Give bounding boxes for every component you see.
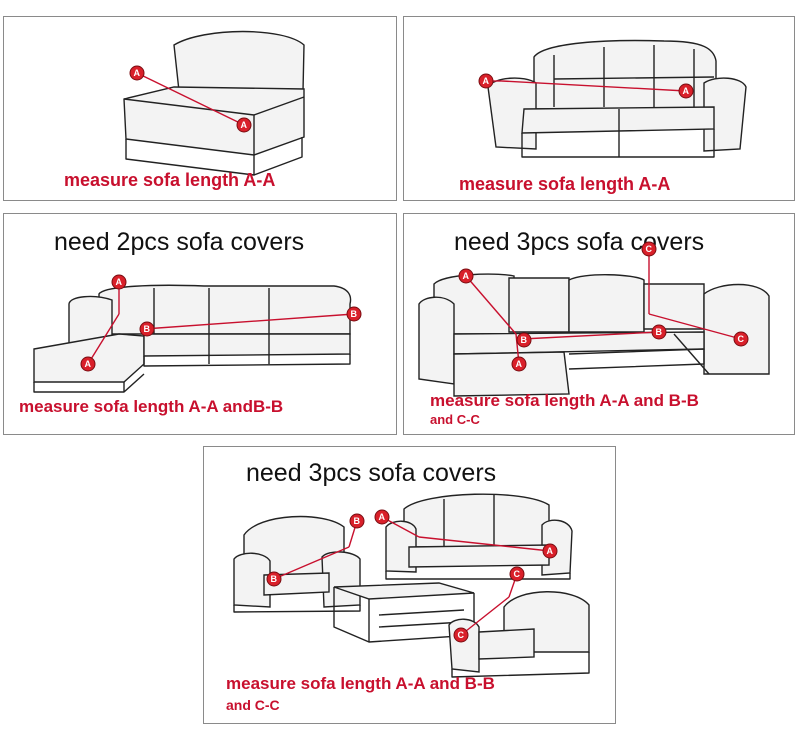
svg-text:B: B: [354, 516, 361, 526]
svg-text:A: A: [379, 512, 386, 522]
marker-b-start: B: [516, 332, 532, 348]
tufted-loveseat-illustration: A A: [478, 39, 747, 158]
marker-a-end: A: [80, 356, 96, 372]
svg-text:A: A: [116, 277, 123, 287]
marker-a-end: A: [236, 117, 252, 133]
marker-b-start: B: [349, 513, 365, 529]
marker-b-end: B: [346, 306, 362, 322]
heading-need-3pcs: need 3pcs sofa covers: [454, 228, 705, 256]
svg-text:A: A: [463, 271, 470, 281]
marker-a-end: A: [678, 83, 694, 99]
l-sectional-illustration: A A B B: [33, 274, 362, 393]
svg-text:A: A: [683, 86, 690, 96]
svg-text:A: A: [241, 120, 248, 130]
three-piece-set-illustration: A A B B C C: [233, 493, 590, 678]
marker-b-end: B: [651, 324, 667, 340]
caption-line-1: measure sofa length A-A and B-B: [226, 674, 495, 693]
svg-text:C: C: [646, 244, 653, 254]
marker-c-start: C: [641, 241, 657, 257]
marker-b-end: B: [266, 571, 282, 587]
marker-a-start: A: [111, 274, 127, 290]
svg-text:B: B: [271, 574, 278, 584]
svg-text:C: C: [458, 630, 465, 640]
svg-text:A: A: [85, 359, 92, 369]
panel-three-piece-set: need 3pcs sofa covers A A B B C C: [203, 446, 616, 724]
marker-a-end: A: [511, 356, 527, 372]
caption-measure-a-a: measure sofa length A-A: [64, 170, 276, 190]
heading-need-2pcs: need 2pcs sofa covers: [54, 228, 305, 256]
heading-need-3pcs: need 3pcs sofa covers: [246, 459, 497, 487]
marker-b-start: B: [139, 321, 155, 337]
svg-text:B: B: [656, 327, 663, 337]
caption-line-1: measure sofa length A-A and B-B: [430, 391, 699, 410]
marker-c-end: C: [453, 627, 469, 643]
svg-text:C: C: [738, 334, 745, 344]
marker-a-start: A: [458, 268, 474, 284]
svg-text:B: B: [351, 309, 358, 319]
caption-measure-a-a: measure sofa length A-A: [459, 174, 671, 194]
svg-text:A: A: [547, 546, 554, 556]
marker-c-end: C: [733, 331, 749, 347]
svg-text:C: C: [514, 569, 521, 579]
panel-corner-sectional: need 3pcs sofa covers A A B B C C measur…: [403, 213, 795, 435]
panel-tufted-loveseat: A A measure sofa length A-A: [403, 16, 795, 201]
marker-a-start: A: [129, 65, 145, 81]
marker-c-start: C: [509, 566, 525, 582]
panel-l-sectional: need 2pcs sofa covers A A B B measure so…: [3, 213, 397, 435]
caption-line-2: and C-C: [226, 697, 280, 713]
svg-text:B: B: [521, 335, 528, 345]
svg-text:B: B: [144, 324, 151, 334]
svg-text:A: A: [134, 68, 141, 78]
caption-measure-a-a-b-b: measure sofa length A-A andB-B: [19, 397, 284, 416]
svg-text:A: A: [516, 359, 523, 369]
caption-line-2: and C-C: [430, 412, 480, 427]
marker-a-end: A: [542, 543, 558, 559]
svg-text:A: A: [483, 76, 490, 86]
marker-a-start: A: [478, 73, 494, 89]
panel-armless-sofa: A A measure sofa length A-A: [3, 16, 397, 201]
corner-sectional-illustration: A A B B C C: [418, 241, 770, 397]
marker-a-start: A: [374, 509, 390, 525]
armless-sofa-illustration: A A: [123, 30, 305, 176]
